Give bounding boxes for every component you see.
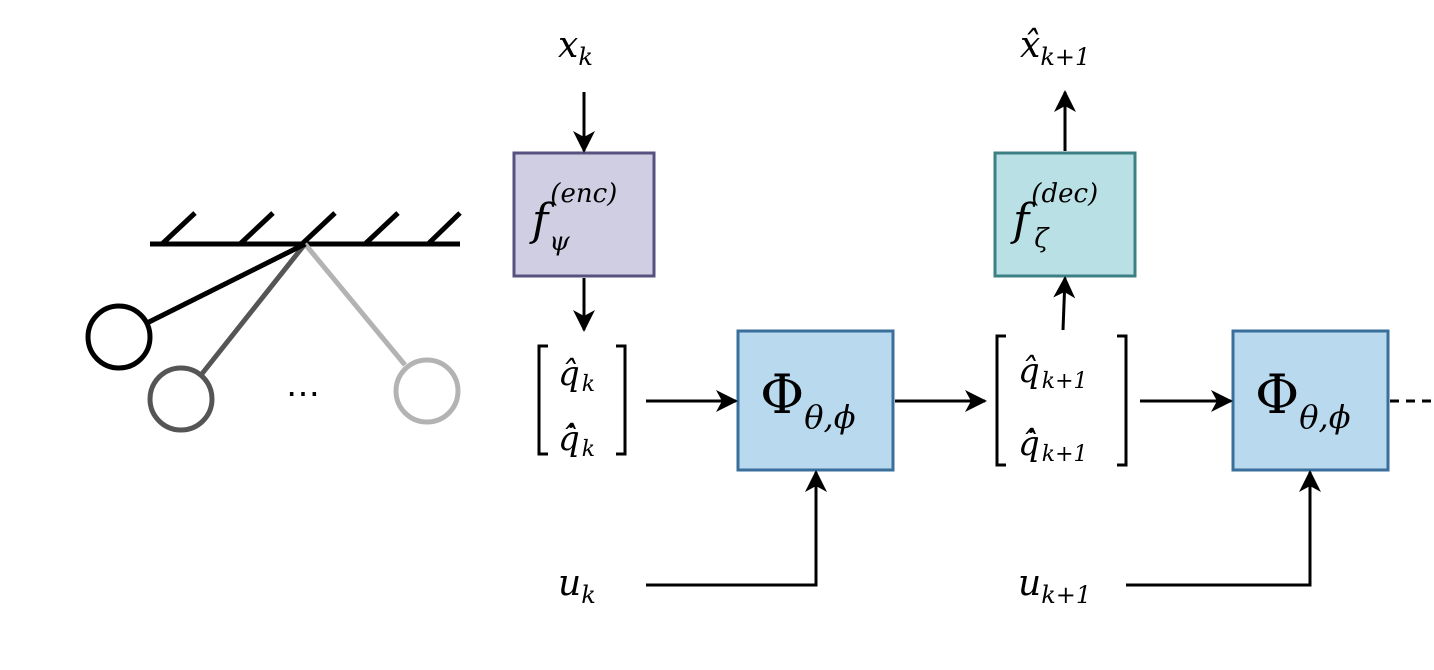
pendulum-rod-mid <box>199 242 307 377</box>
pendulum-bob-dark <box>85 303 153 371</box>
pendulum-ellipsis: ⋯ <box>286 374 320 414</box>
arrow-u-next-to-transition-2 <box>1126 470 1321 587</box>
state-vector-k: q̂k q̂̇k <box>537 344 627 462</box>
bracket-right-k <box>616 344 627 456</box>
arrow-state-next-to-decoder <box>1053 276 1076 331</box>
state-k-qdot: q̂̇k <box>558 419 595 462</box>
pendulum-bob-mid <box>147 365 215 433</box>
state-next-q: q̂k+1 <box>1018 351 1088 394</box>
state-k-q: q̂k <box>558 354 595 397</box>
pendulum-illustration: ⋯ <box>85 211 462 433</box>
state-vector-next: q̂k+1 q̂̇k+1 <box>995 334 1128 467</box>
pendulum-rod-light <box>303 242 407 367</box>
bracket-left-next <box>995 334 1006 467</box>
pendulum-bob-light <box>393 357 461 425</box>
arrows <box>573 90 1434 587</box>
transition-label-2: Φθ,ϕ <box>1255 363 1351 436</box>
decoder-box <box>993 151 1137 278</box>
encoder-label: f(enc)ψ <box>529 179 617 257</box>
label-x-hat-next: x̂k+1 <box>1020 25 1090 71</box>
state-next-qdot: q̂̇k+1 <box>1018 424 1088 467</box>
label-u-next: uk+1 <box>1018 563 1091 609</box>
ceiling-hatching <box>160 211 462 246</box>
arrow-u-k-to-transition-1 <box>646 470 827 587</box>
label-x-k: xk <box>558 25 593 71</box>
transition-box-2 <box>1231 329 1390 472</box>
label-u-k: uk <box>558 563 596 609</box>
bracket-right-next <box>1117 334 1128 467</box>
transition-label-1: Φθ,ϕ <box>760 363 856 436</box>
bracket-left-k <box>537 344 548 456</box>
pendulum-rod-dark <box>145 241 307 326</box>
encoder-box <box>512 151 656 278</box>
